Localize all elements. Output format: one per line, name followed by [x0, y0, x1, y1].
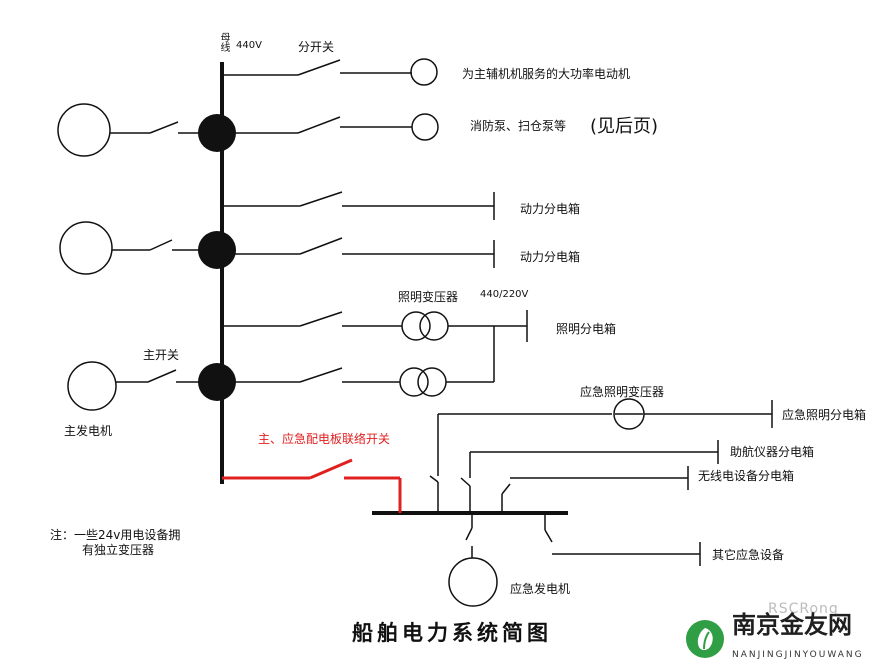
- feeder-nav-instruments: [460, 440, 719, 513]
- lighting-transformer-label: 照明变压器: [398, 290, 459, 304]
- load-nav-box: 助航仪器分电箱: [730, 445, 815, 459]
- main-generator-label: 主发电机: [64, 424, 113, 438]
- bus-junction-2: [198, 231, 236, 269]
- pump-circle: [411, 113, 439, 141]
- load-power-box-2: 动力分电箱: [520, 250, 581, 264]
- feeder-aux-motors: [222, 58, 438, 86]
- diagram-title: 船舶电力系统简图: [352, 620, 552, 645]
- main-generator: [67, 361, 200, 411]
- emergency-generator-label: 应急发电机: [510, 582, 571, 596]
- load-lighting-box: 照明分电箱: [556, 322, 617, 336]
- bus-junction-3: [198, 363, 236, 401]
- feeder-emergency-lighting: [429, 398, 773, 513]
- split-switch-label: 分开关: [298, 40, 335, 54]
- load-emergency-lighting-box: 应急照明分电箱: [782, 408, 867, 422]
- feeder-fire-pumps: [222, 113, 439, 141]
- see-next-page: (见后页): [590, 116, 659, 137]
- generator-2: [59, 221, 200, 275]
- busbar-voltage: 440V: [236, 40, 262, 51]
- lighting-voltage: 440/220V: [480, 289, 529, 300]
- load-aux-motors: 为主辅机机服务的大功率电动机: [462, 67, 631, 81]
- site-logo: 南京金友网 NANJINGJINYOUWANG: [684, 611, 884, 664]
- feeder-lighting-upper: [222, 310, 528, 342]
- feeder-lighting-lower: [222, 326, 495, 397]
- emergency-transformer-label: 应急照明变压器: [580, 385, 665, 399]
- site-name: 南京金友网: [732, 611, 852, 639]
- note-line-1: 注：一些24v用电设备拥: [50, 528, 181, 542]
- load-other-emergency: 其它应急设备: [712, 548, 785, 562]
- feeder-power-box-1: [222, 191, 495, 220]
- bus-junction-1: [198, 114, 236, 152]
- site-pinyin: NANJINGJINYOUWANG: [732, 650, 864, 660]
- load-power-box-1: 动力分电箱: [520, 202, 581, 216]
- note-line-2: 有独立变压器: [82, 543, 155, 557]
- busbar-label: 母线: [218, 32, 229, 52]
- load-fire-pumps: 消防泵、扫仓泵等: [470, 119, 567, 133]
- feeder-power-box-2: [222, 237, 495, 268]
- generator-1: [57, 103, 200, 157]
- motor-circle: [410, 58, 438, 86]
- emergency-generator: [448, 513, 498, 607]
- leaf-icon: [686, 620, 724, 658]
- tie-line: [222, 458, 402, 513]
- load-radio-box: 无线电设备分电箱: [698, 469, 795, 483]
- main-switch-label: 主开关: [143, 348, 180, 362]
- feeder-other-emergency: [544, 513, 701, 566]
- feeder-radio: [501, 466, 689, 513]
- tie-switch-label: 主、应急配电板联络开关: [258, 432, 391, 446]
- source-watermark: RSCRong: [768, 601, 839, 617]
